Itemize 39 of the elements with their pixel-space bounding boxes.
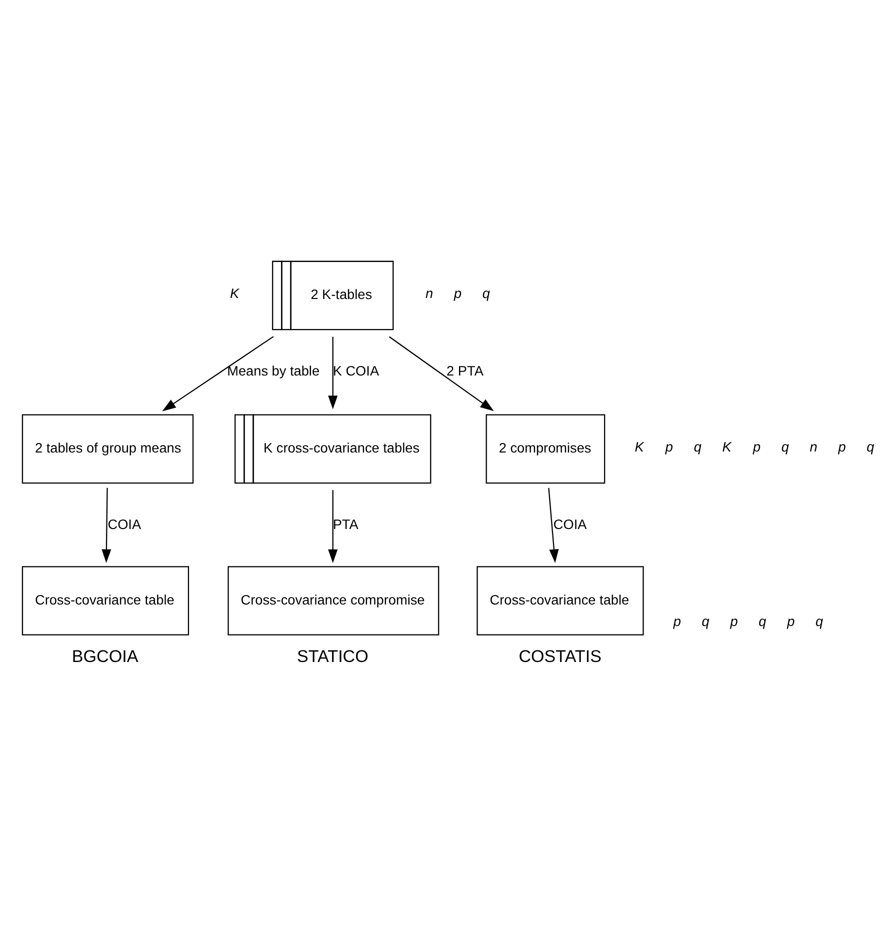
- label: q: [816, 613, 824, 628]
- label: p: [673, 613, 681, 628]
- label: q: [866, 438, 874, 454]
- label: p: [838, 438, 846, 454]
- arrow: [548, 487, 559, 562]
- node-box: Cross-covariance table: [22, 566, 190, 635]
- edge-label: PTA: [332, 516, 358, 532]
- label: q: [781, 438, 789, 454]
- label: q: [482, 285, 490, 300]
- label: n: [810, 438, 818, 454]
- label: n: [426, 285, 434, 300]
- node-label: COSTATIS: [518, 646, 602, 666]
- label: p: [730, 613, 738, 628]
- arrow: [388, 336, 494, 411]
- node-box: Cross-covariance compromise: [228, 566, 440, 635]
- arrow: [328, 336, 338, 409]
- label: K: [634, 438, 644, 454]
- node-label: STATICO: [297, 646, 368, 666]
- edge-label: 2 PTA: [446, 363, 484, 378]
- label: q: [702, 613, 710, 628]
- label: p: [752, 438, 761, 454]
- node-label: BGCOIA: [72, 646, 138, 666]
- arrow: [328, 490, 338, 563]
- label: p: [787, 613, 795, 628]
- node-box: Cross-covariance table: [476, 566, 644, 635]
- node-box: 2 compromises: [486, 414, 606, 484]
- label: K: [230, 285, 240, 300]
- label: q: [694, 438, 702, 454]
- label: K: [722, 438, 732, 454]
- edge-label: COIA: [553, 516, 587, 532]
- label: q: [758, 613, 766, 628]
- node-box: 2 tables of group means: [22, 414, 194, 484]
- edge-label: COIA: [108, 516, 142, 532]
- label: p: [665, 438, 673, 454]
- arrow: [102, 487, 112, 562]
- label: p: [454, 285, 462, 300]
- edge-label: Means by table: [227, 363, 320, 378]
- arrow: [162, 336, 274, 411]
- edge-label: K COIA: [332, 363, 380, 378]
